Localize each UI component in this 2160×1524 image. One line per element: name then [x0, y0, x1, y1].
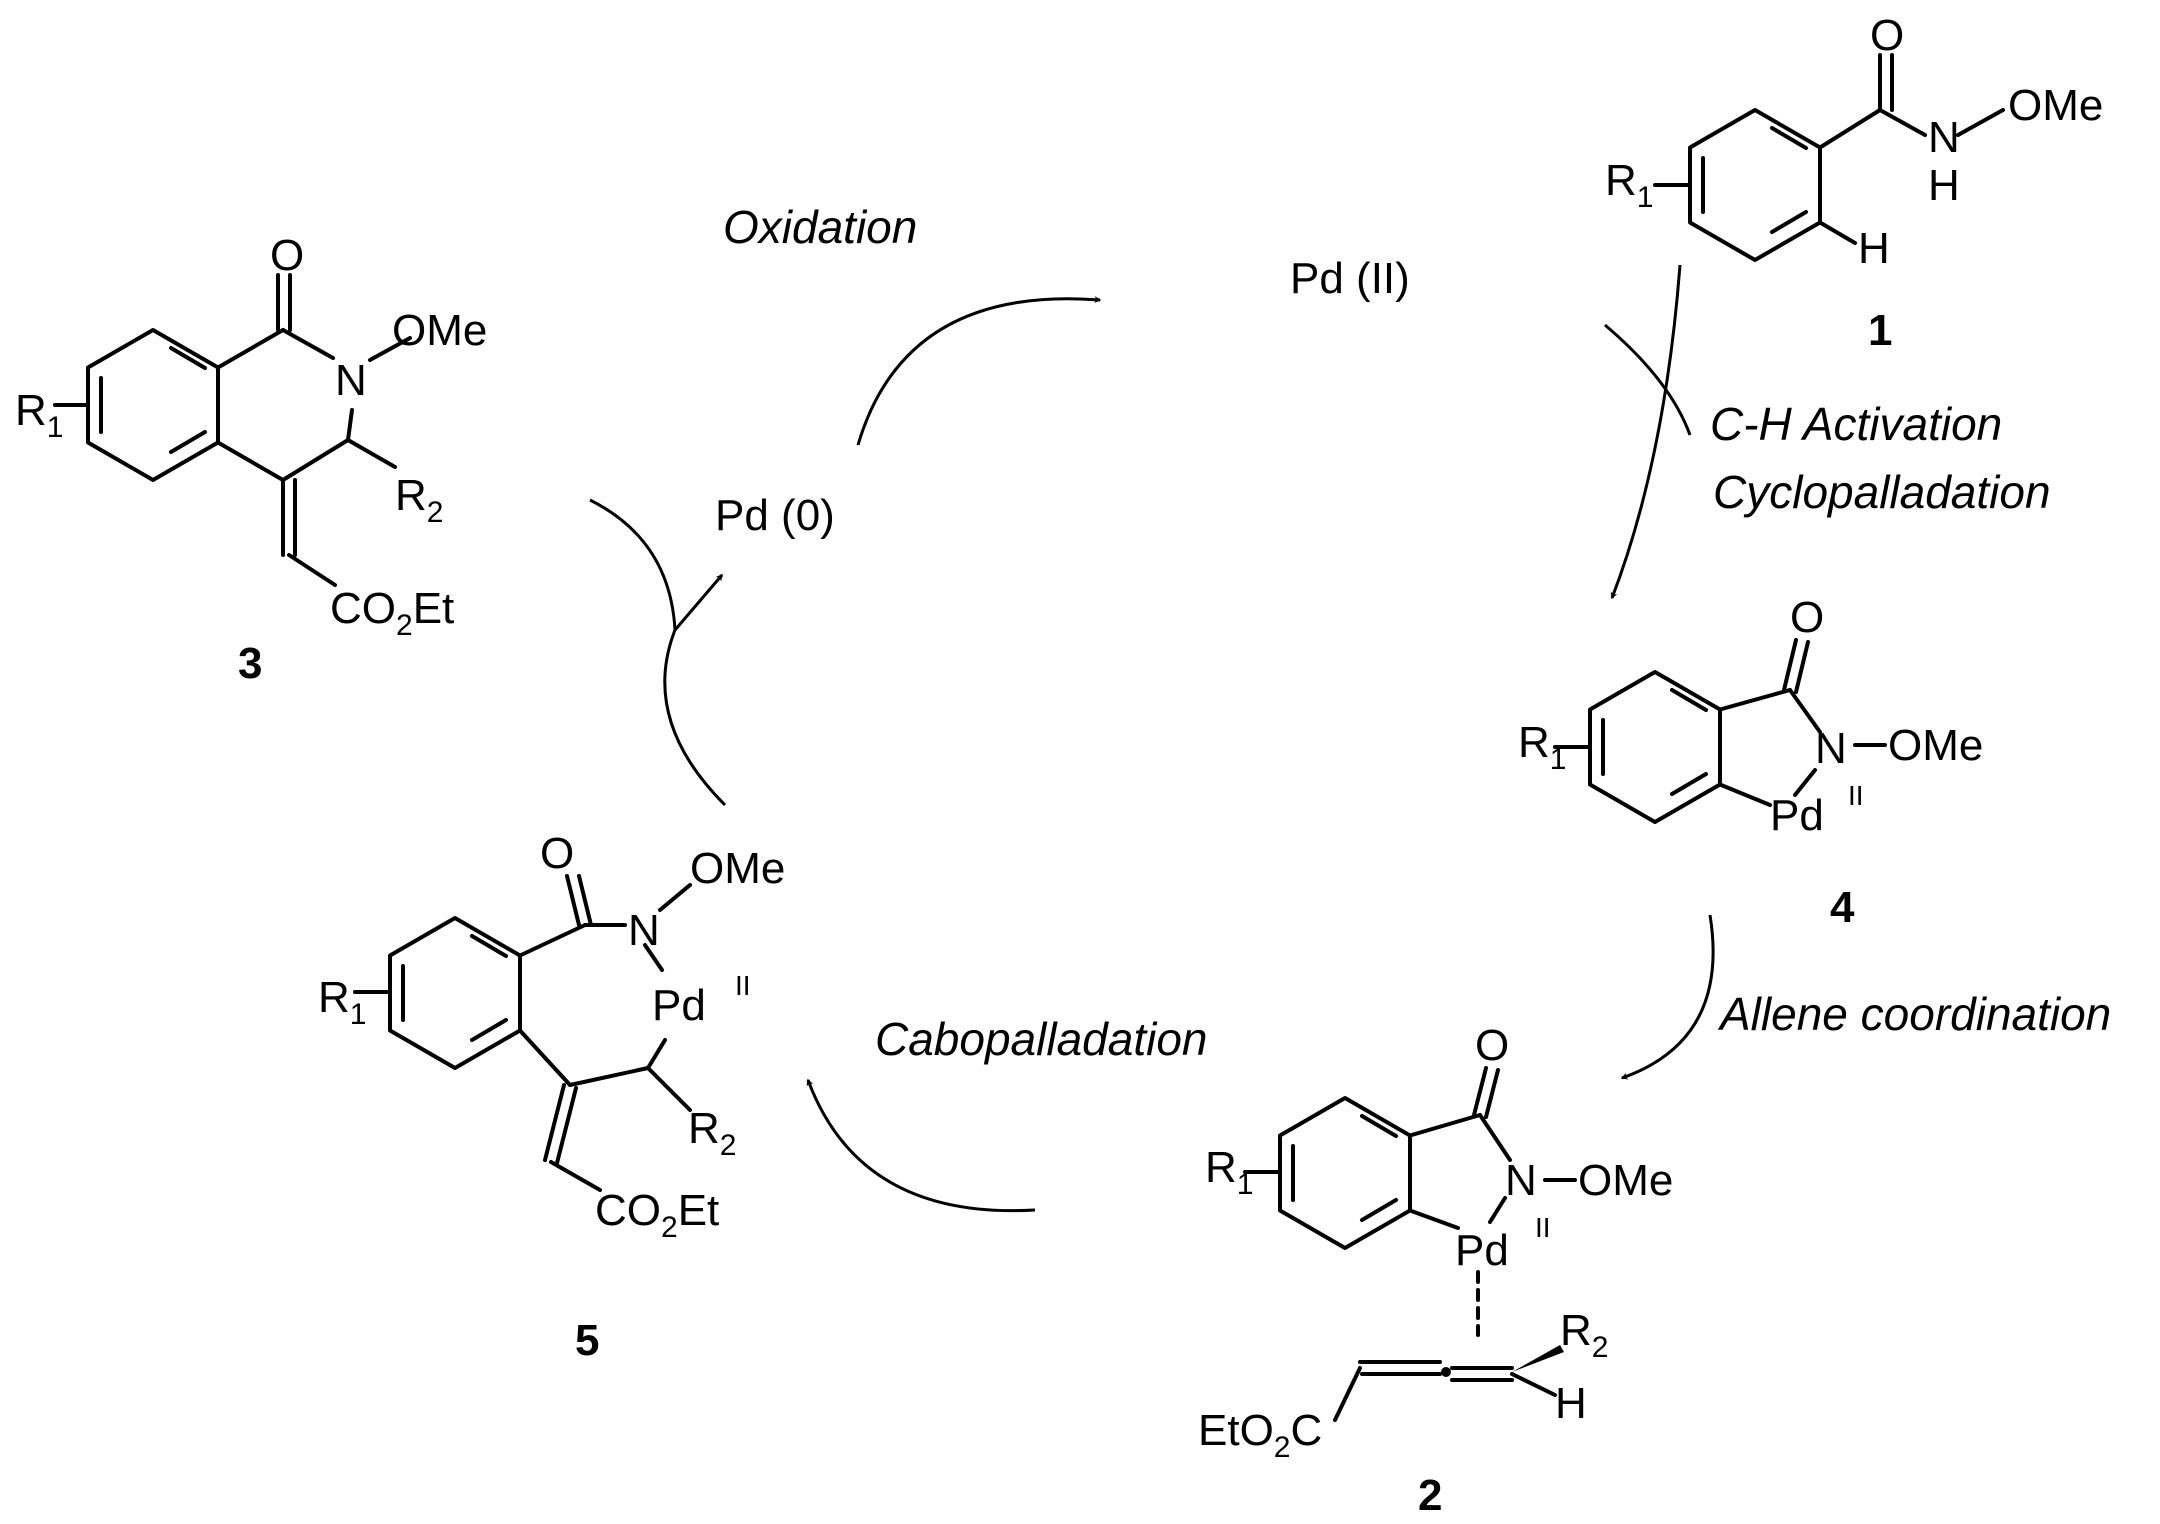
reductive-elimination-lower [663, 629, 727, 807]
c2-n: N [1505, 1156, 1537, 1205]
c4-carbonyl-o: O [1790, 593, 1824, 642]
step-cyclopalladation: Cyclopalladation [1713, 466, 2051, 518]
compound-3: O N OMe R2 CO2Et R1 3 [15, 231, 487, 688]
c5-n: N [628, 906, 660, 955]
c3-r1: R1 [15, 386, 63, 444]
c5-r1: R1 [318, 973, 366, 1031]
c2-pd-oxidation: II [1535, 1212, 1551, 1243]
c2-allene-center-dot [1441, 1367, 1451, 1377]
compound-4: O N OMe Pd II R1 4 [1518, 593, 1983, 932]
c2-carbonyl-o: O [1475, 1021, 1509, 1070]
c5-pd: Pd [652, 981, 706, 1030]
c4-pd-oxidation: II [1848, 780, 1864, 811]
c3-r2: R2 [395, 471, 443, 529]
c4-r1: R1 [1518, 718, 1566, 776]
compound-5: O N OMe Pd II R2 CO2Et R1 5 [318, 829, 785, 1365]
compound-1: O N H OMe H R1 1 [1605, 11, 2103, 355]
c3-ester: CO2Et [330, 584, 454, 642]
compound-4-number: 4 [1830, 883, 1855, 932]
oxidation-arrow [856, 296, 1102, 446]
compound-3-number: 3 [238, 639, 262, 688]
step-oxidation: Oxidation [723, 201, 917, 253]
c1-amide-h: H [1928, 161, 1960, 210]
c2-r1: R1 [1205, 1143, 1253, 1201]
c3-n: N [335, 356, 367, 405]
c5-carbonyl-o: O [540, 829, 574, 878]
compound-1-number: 1 [1868, 306, 1892, 355]
step-carbopalladation: Cabopalladation [875, 1013, 1208, 1065]
c3-carbonyl-o: O [270, 231, 304, 280]
c2-ester: EtO2C [1198, 1406, 1322, 1464]
ch-activation-arrow [1610, 264, 1682, 600]
c2-h: H [1555, 1379, 1587, 1428]
allene-coordination-arrow [1620, 914, 1715, 1080]
c1-aryl-h: H [1858, 224, 1890, 273]
c2-methoxy: OMe [1578, 1156, 1673, 1205]
step-ch-activation: C-H Activation [1710, 398, 2002, 450]
c5-r2: R2 [688, 1104, 736, 1162]
pd-0-label: Pd (0) [715, 491, 835, 540]
c1-r1: R1 [1605, 156, 1653, 214]
ch-activation-offshoot [1604, 323, 1692, 436]
c4-n: N [1815, 724, 1847, 773]
c1-methoxy: OMe [2008, 81, 2103, 130]
c4-methoxy: OMe [1888, 721, 1983, 770]
c5-methoxy: OMe [690, 844, 785, 893]
product-release-arrow [589, 498, 677, 631]
step-allene-coordination: Allene coordination [1717, 988, 2111, 1040]
compound-2: O N OMe Pd II R2 H EtO2C R1 2 [1198, 1021, 1673, 1520]
compound-5-number: 5 [575, 1316, 599, 1365]
c2-pd: Pd [1455, 1226, 1509, 1275]
c4-pd: Pd [1770, 791, 1824, 840]
c1-carbonyl-o: O [1870, 11, 1904, 60]
c5-pd-oxidation: II [735, 970, 751, 1001]
c3-methoxy: OMe [392, 306, 487, 355]
compound-2-number: 2 [1418, 1471, 1442, 1520]
carbopalladation-arrow [806, 1078, 1036, 1213]
pd-ii-label: Pd (II) [1290, 254, 1410, 303]
c2-wedge-bond [1512, 1345, 1564, 1372]
c1-amide-n: N [1928, 113, 1960, 162]
reductive-elimination-to-pd0 [673, 573, 724, 631]
c5-ester: CO2Et [595, 1186, 719, 1244]
c2-r2: R2 [1560, 1306, 1608, 1364]
